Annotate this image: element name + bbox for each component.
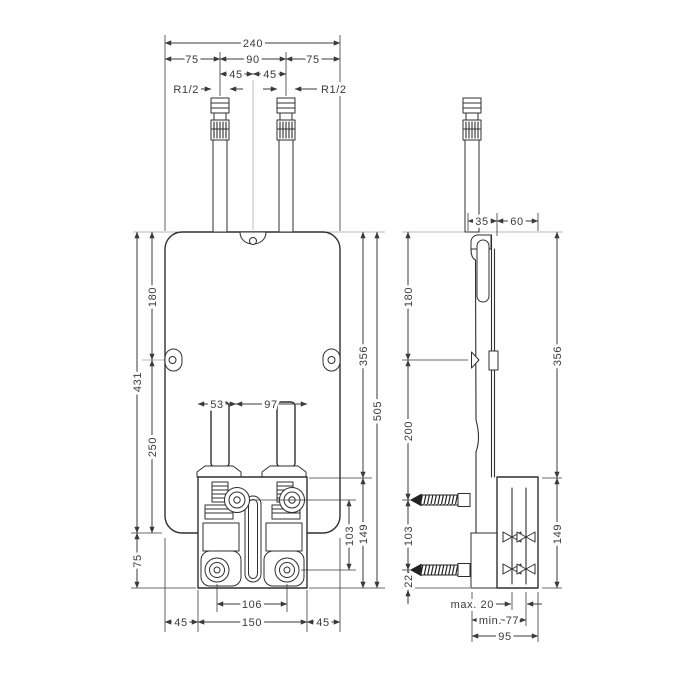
dim-200: 200 xyxy=(403,421,415,441)
dim-149-front: 149 xyxy=(358,524,370,544)
side-mounting-tab xyxy=(471,351,480,369)
dim-45-bottom-right: 45 xyxy=(316,617,329,629)
dim-505: 505 xyxy=(372,401,384,421)
dim-75-bottom: 75 xyxy=(132,554,144,567)
dim-240: 240 xyxy=(243,38,263,50)
dim-thread-left: R1/2 xyxy=(173,84,199,96)
dim-45-left: 45 xyxy=(229,69,242,81)
side-supply-pipe xyxy=(462,97,482,233)
dim-45-right: 45 xyxy=(263,69,276,81)
right-supply-pipe xyxy=(276,97,296,233)
dim-75-right: 75 xyxy=(306,54,319,66)
dim-90: 90 xyxy=(246,54,259,66)
dim-356-front: 356 xyxy=(358,346,370,366)
left-supply-pipe xyxy=(210,97,230,233)
dim-106: 106 xyxy=(242,599,262,611)
dim-97: 97 xyxy=(264,399,277,411)
dimension-labels: 240 75 90 75 45 45 R1/2 R1/2 431 75 180 … xyxy=(129,35,567,646)
adjust-marker xyxy=(516,531,536,543)
dim-60: 60 xyxy=(510,216,523,228)
dim-max-20: max. 20 xyxy=(451,599,494,611)
left-valve-unit xyxy=(200,481,250,587)
dimension-lines xyxy=(134,40,560,639)
side-clip xyxy=(488,350,499,371)
left-mounting-hole xyxy=(168,356,177,364)
dim-95: 95 xyxy=(498,631,511,643)
dim-250: 250 xyxy=(147,437,159,457)
dim-22: 22 xyxy=(403,574,415,587)
dim-53: 53 xyxy=(210,399,223,411)
lower-mounting-screw xyxy=(409,563,471,577)
dim-103-side: 103 xyxy=(403,526,415,546)
valve-housing xyxy=(197,476,308,589)
dim-356-side: 356 xyxy=(552,346,564,366)
upper-mounting-screw xyxy=(409,493,471,507)
side-profile xyxy=(470,234,539,589)
dim-thread-right: R1/2 xyxy=(321,84,347,96)
dim-75-left: 75 xyxy=(185,54,198,66)
adjust-marker xyxy=(516,563,536,575)
dim-431: 431 xyxy=(132,372,144,392)
dim-45-bottom-left: 45 xyxy=(174,617,187,629)
dim-180-side: 180 xyxy=(403,287,415,307)
front-view xyxy=(164,97,341,589)
dim-min-77: min. 77 xyxy=(479,615,519,627)
dim-149-side: 149 xyxy=(552,524,564,544)
dim-103-front: 103 xyxy=(344,526,356,546)
top-mounting-hole xyxy=(249,237,257,245)
right-mounting-hole xyxy=(327,356,336,364)
side-view xyxy=(409,97,539,589)
dim-180-front: 180 xyxy=(147,287,159,307)
dim-150: 150 xyxy=(242,617,262,629)
valve-risers xyxy=(196,401,307,478)
dim-35: 35 xyxy=(475,216,488,228)
